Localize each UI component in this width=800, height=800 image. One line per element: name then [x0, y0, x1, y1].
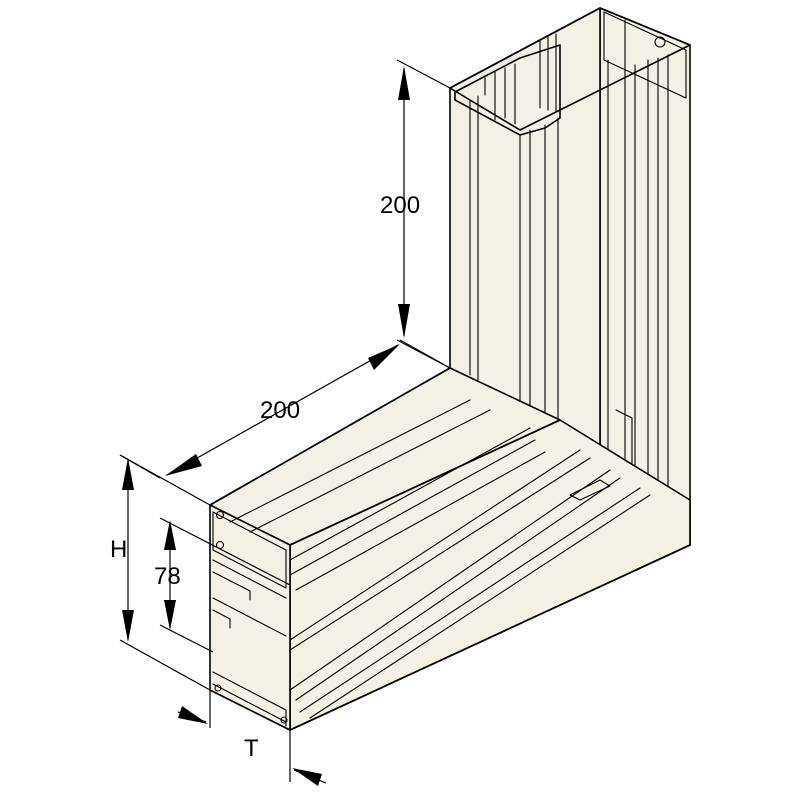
dimension-label-height: H	[110, 536, 127, 563]
dimension-inner-height: 78	[154, 517, 291, 653]
dimension-label-vertical: 200	[380, 192, 420, 219]
dimension-horizontal-200: 200	[119, 339, 451, 506]
vertical-leg	[449, 7, 691, 546]
dimension-vertical-200: 200	[380, 59, 451, 369]
dimension-label-horizontal: 200	[260, 397, 300, 424]
dimension-label-depth: T	[244, 735, 259, 762]
dimension-height: H	[110, 454, 211, 691]
dimension-depth: T	[177, 690, 327, 786]
horizontal-leg	[209, 367, 691, 731]
dimension-label-inner-height: 78	[154, 563, 181, 590]
